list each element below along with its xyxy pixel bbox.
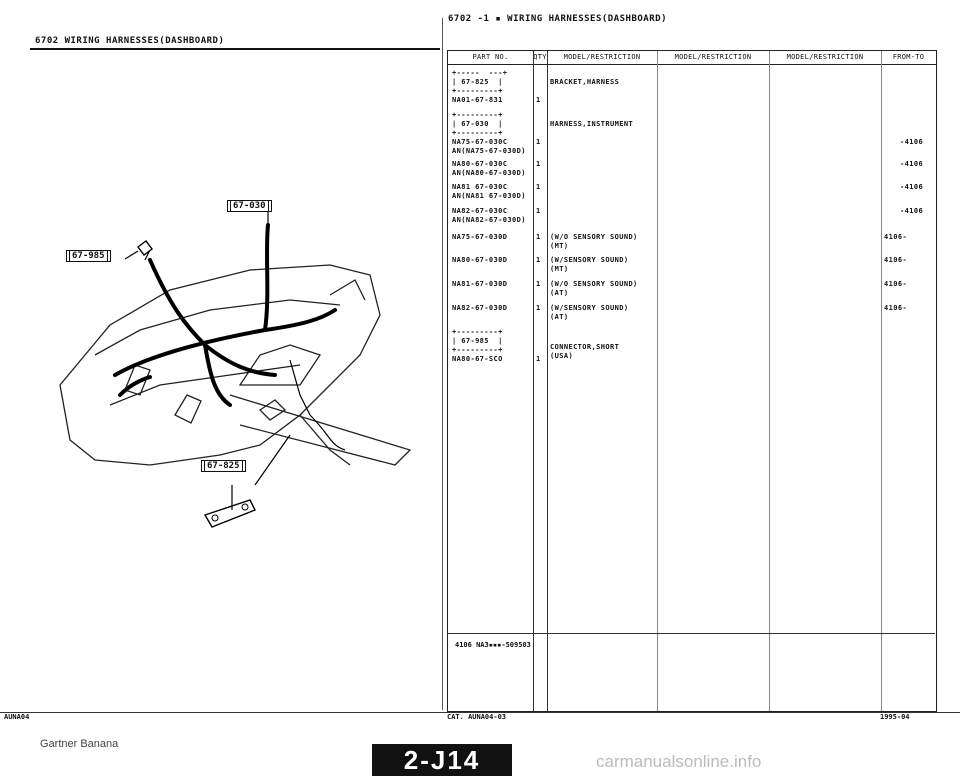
qty: 1 bbox=[536, 138, 541, 146]
part-number: NA82-67-030D bbox=[452, 304, 508, 312]
col-divider bbox=[657, 51, 658, 711]
qty: 1 bbox=[536, 256, 541, 264]
col-header-from-to: FROM-TO bbox=[892, 53, 925, 61]
qty: 1 bbox=[536, 280, 541, 288]
part-number: NA75-67-030D bbox=[452, 233, 508, 241]
col-divider bbox=[881, 51, 882, 711]
col-header-part-no: PART NO. bbox=[472, 53, 509, 61]
brand-text: Gartner Banana bbox=[40, 738, 119, 750]
qty: 1 bbox=[536, 233, 541, 241]
col-header-model-1: MODEL/RESTRICTION bbox=[563, 53, 641, 61]
table-footer-rule bbox=[447, 633, 935, 634]
catalog-code: CAT. AUNA04-03 bbox=[447, 713, 507, 721]
callout-67-825: 67-825 bbox=[201, 460, 246, 472]
col-header-qty: QTY bbox=[533, 53, 547, 61]
description: BRACKET,HARNESS bbox=[550, 78, 620, 86]
description: HARNESS,INSTRUMENT bbox=[550, 120, 634, 128]
col-header-model-3: MODEL/RESTRICTION bbox=[786, 53, 864, 61]
qty: 1 bbox=[536, 207, 541, 215]
page-bottom-rule bbox=[0, 712, 960, 713]
description: (W/SENSORY SOUND) (AT) bbox=[550, 304, 629, 321]
from-to: -4106 bbox=[900, 183, 924, 191]
col-divider bbox=[769, 51, 770, 711]
catalog-date: 1995-04 bbox=[880, 713, 910, 721]
dashboard-wiring-diagram bbox=[59, 205, 412, 528]
part-number: +---------+ | 67-985 | +---------+ NA80-… bbox=[452, 328, 503, 363]
description: (W/O SENSORY SOUND) (AT) bbox=[550, 280, 638, 297]
part-number: NA81 67-030C AN(NA81 67-030D) bbox=[452, 183, 526, 200]
parts-table: PART NO. QTY MODEL/RESTRICTION MODEL/RES… bbox=[447, 50, 937, 712]
callout-67-985: 67-985 bbox=[66, 250, 111, 262]
right-page-header: 6702 -1 ▪ WIRING HARNESSES(DASHBOARD) bbox=[448, 14, 667, 24]
col-divider bbox=[533, 51, 534, 711]
qty: 1 bbox=[536, 183, 541, 191]
watermark: carmanualsonline.info bbox=[596, 752, 762, 771]
description: (W/SENSORY SOUND) (MT) bbox=[550, 256, 629, 273]
page-badge: 2-J14 bbox=[372, 744, 512, 776]
qty: 1 bbox=[536, 304, 541, 312]
from-to: -4106 bbox=[900, 160, 924, 168]
qty: 1 bbox=[536, 160, 541, 168]
from-to: 4106- bbox=[884, 304, 908, 312]
table-header-row: PART NO. QTY MODEL/RESTRICTION MODEL/RES… bbox=[448, 51, 936, 65]
part-number: NA80-67-030C AN(NA80-67-030D) bbox=[452, 160, 526, 177]
col-divider bbox=[547, 51, 548, 711]
from-to: 4106- bbox=[884, 256, 908, 264]
qty: 1 bbox=[536, 355, 541, 363]
from-to: -4106 bbox=[900, 138, 924, 146]
left-page-header: 6702 WIRING HARNESSES(DASHBOARD) bbox=[35, 36, 225, 46]
from-to: 4106- bbox=[884, 280, 908, 288]
part-number: +----- ---+ | 67-825 | +---------+ NA01-… bbox=[452, 69, 508, 104]
description: (W/O SENSORY SOUND) (MT) bbox=[550, 233, 638, 250]
part-number: NA81-67-030D bbox=[452, 280, 508, 288]
part-number: +---------+ | 67-030 | +---------+ NA75-… bbox=[452, 111, 526, 155]
col-header-model-2: MODEL/RESTRICTION bbox=[674, 53, 752, 61]
serial-footnote: 4106 NA3▪▪▪-509503 bbox=[455, 641, 531, 649]
header-rule bbox=[30, 48, 440, 50]
from-to: -4106 bbox=[900, 207, 924, 215]
page-divider bbox=[442, 18, 443, 710]
part-number: NA82-67-030C AN(NA82-67-030D) bbox=[452, 207, 526, 224]
callout-67-030: 67-030 bbox=[227, 200, 272, 212]
part-number: NA80-67-030D bbox=[452, 256, 508, 264]
from-to: 4106- bbox=[884, 233, 908, 241]
description: CONNECTOR,SHORT (USA) bbox=[550, 343, 620, 360]
left-page-code: AUNA04 bbox=[4, 713, 30, 721]
qty: 1 bbox=[536, 96, 541, 104]
